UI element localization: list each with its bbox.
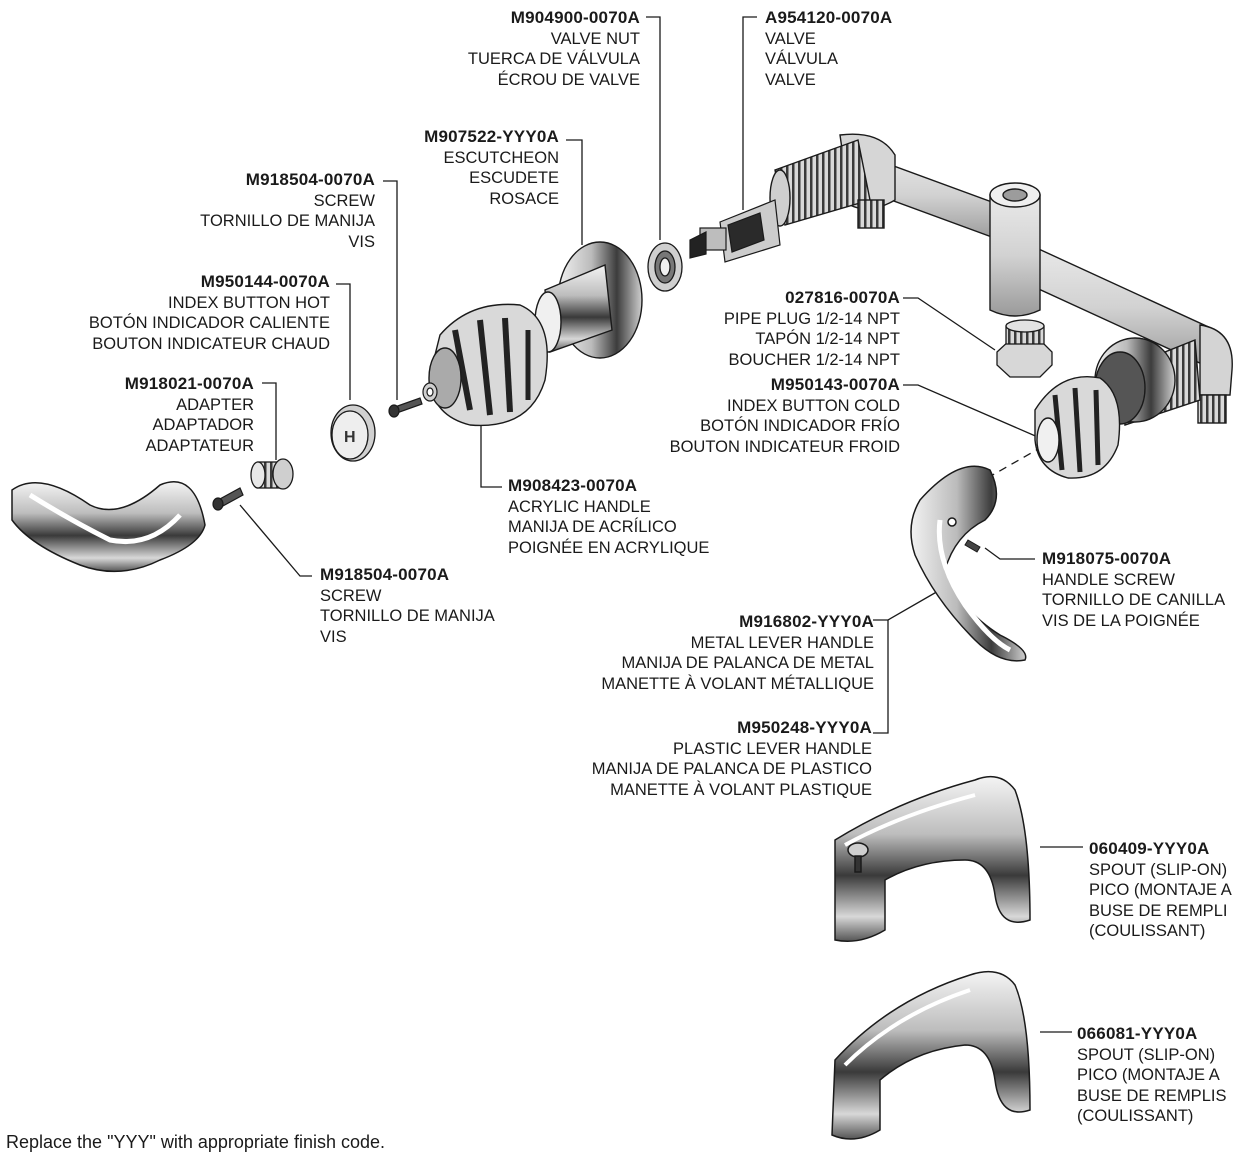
part-number: M904900-0070A	[510, 8, 640, 27]
part-number: M918021-0070A	[124, 374, 254, 393]
part-number: M918504-0070A	[320, 565, 450, 584]
desc-es: VÁLVULA	[765, 50, 839, 68]
desc-en: METAL LEVER HANDLE	[690, 633, 874, 652]
part-number: M950144-0070A	[200, 272, 330, 291]
valve-cartridge	[689, 199, 781, 263]
escutcheon-hot	[534, 241, 643, 359]
label-index-button-hot: M950144-0070A INDEX BUTTON HOT BOTÓN IND…	[89, 272, 330, 354]
pipe-plug	[996, 319, 1053, 378]
part-number: M908423-0070A	[508, 476, 638, 495]
desc-es: BOTÓN INDICADOR CALIENTE	[88, 314, 330, 332]
desc-es: TORNILLO DE MANIJA	[320, 607, 495, 625]
leader-lines	[239, 16, 1083, 1033]
part-number: A954120-0070A	[765, 8, 893, 27]
part-number: M950143-0070A	[770, 375, 900, 394]
adapter	[250, 458, 294, 490]
desc-es: MANIJA DE PALANCA DE METAL	[621, 654, 874, 672]
part-number: M950248-YYY0A	[737, 718, 872, 737]
desc-en: VALVE NUT	[550, 29, 640, 48]
desc-fr: POIGNÉE EN ACRYLIQUE	[508, 538, 710, 557]
handle-screw	[964, 539, 981, 553]
desc-es: ADAPTADOR	[152, 416, 254, 434]
desc-es: TAPÓN 1/2-14 NPT	[755, 330, 900, 348]
desc-en: SCREW	[313, 191, 375, 210]
finish-code-footnote: Replace the "YYY" with appropriate finis…	[6, 1132, 385, 1152]
desc-fr-2: (COULISSANT)	[1089, 922, 1206, 940]
valve-nut	[647, 242, 683, 292]
spout-slip-on-1	[834, 775, 1031, 942]
desc-es: TORNILLO DE CANILLA	[1042, 591, 1226, 609]
desc-fr: MANETTE À VOLANT PLASTIQUE	[610, 780, 872, 799]
desc-es: TORNILLO DE MANIJA	[200, 212, 375, 230]
desc-fr: ÉCROU DE VALVE	[497, 70, 640, 89]
desc-fr: BOUCHER 1/2-14 NPT	[728, 350, 900, 369]
lever-handle-right	[910, 465, 1027, 662]
desc-fr: VIS	[320, 627, 347, 646]
label-acrylic-handle: M908423-0070A ACRYLIC HANDLE MANIJA DE A…	[508, 476, 709, 558]
desc-es: MANIJA DE ACRÍLICO	[508, 518, 677, 536]
spout-slip-on-2	[831, 970, 1031, 1140]
label-valve-nut: M904900-0070A VALVE NUT TUERCA DE VÁLVUL…	[468, 8, 640, 90]
label-spout-1: 060409-YYY0A SPOUT (SLIP-ON) PICO (MONTA…	[1089, 839, 1237, 942]
screw-top	[388, 382, 438, 418]
index-button-hot-mark: H	[344, 429, 356, 446]
label-plastic-lever-handle: M950248-YYY0A PLASTIC LEVER HANDLE MANIJ…	[592, 718, 872, 800]
acrylic-handle-hot	[428, 303, 548, 427]
desc-en: HANDLE SCREW	[1042, 570, 1175, 589]
screw-bottom	[212, 487, 244, 511]
desc-es: MANIJA DE PALANCA DE PLASTICO	[591, 760, 872, 778]
label-index-button-cold: M950143-0070A INDEX BUTTON COLD BOTÓN IN…	[670, 375, 900, 457]
label-screw-top: M918504-0070A SCREW TORNILLO DE MANIJA V…	[200, 170, 375, 252]
desc-fr: BOUTON INDICATEUR CHAUD	[92, 334, 330, 353]
desc-en: SCREW	[320, 586, 382, 605]
desc-en: VALVE	[765, 29, 816, 48]
part-number: M907522-YYY0A	[424, 127, 559, 146]
desc-es: ESCUDETE	[469, 169, 559, 187]
part-number: 060409-YYY0A	[1089, 839, 1210, 858]
desc-fr: ADAPTATEUR	[145, 436, 254, 455]
desc-es: PICO (MONTAJE A	[1089, 881, 1232, 899]
part-number: M918075-0070A	[1042, 549, 1172, 568]
desc-en: ADAPTER	[176, 395, 254, 414]
lever-handle-left	[11, 481, 206, 573]
label-escutcheon: M907522-YYY0A ESCUTCHEON ESCUDETE ROSACE	[424, 127, 559, 209]
desc-es: PICO (MONTAJE A	[1077, 1066, 1220, 1084]
valve-body	[769, 133, 1233, 426]
desc-en: INDEX BUTTON COLD	[727, 396, 900, 415]
desc-en: INDEX BUTTON HOT	[168, 293, 330, 312]
desc-fr-2: (COULISSANT)	[1077, 1107, 1194, 1125]
desc-fr: VIS DE LA POIGNÉE	[1042, 611, 1200, 630]
desc-en: PIPE PLUG 1/2-14 NPT	[723, 309, 900, 328]
label-spout-2: 066081-YYY0A SPOUT (SLIP-ON) PICO (MONTA…	[1077, 1024, 1237, 1127]
desc-fr: BUSE DE REMPLI	[1089, 901, 1228, 920]
desc-en: PLASTIC LEVER HANDLE	[673, 739, 872, 758]
desc-fr: BOUTON INDICATEUR FROID	[669, 437, 900, 456]
part-number: M918504-0070A	[245, 170, 375, 189]
label-pipe-plug: 027816-0070A PIPE PLUG 1/2-14 NPT TAPÓN …	[724, 288, 900, 370]
desc-fr: BUSE DE REMPLIS	[1077, 1086, 1227, 1105]
desc-en: ESCUTCHEON	[443, 148, 559, 167]
desc-es: BOTÓN INDICADOR FRÍO	[700, 417, 900, 435]
desc-en: ACRYLIC HANDLE	[508, 497, 651, 516]
desc-fr: VALVE	[765, 70, 816, 89]
label-handle-screw: M918075-0070A HANDLE SCREW TORNILLO DE C…	[1042, 549, 1237, 631]
acrylic-handle-cold	[1034, 376, 1121, 479]
desc-es: TUERCA DE VÁLVULA	[467, 50, 640, 68]
label-adapter: M918021-0070A ADAPTER ADAPTADOR ADAPTATE…	[125, 374, 254, 456]
index-button-hot	[330, 404, 376, 462]
part-number: 066081-YYY0A	[1077, 1024, 1198, 1043]
desc-en: SPOUT (SLIP-ON)	[1077, 1045, 1216, 1064]
desc-fr: VIS	[348, 232, 375, 251]
desc-fr: ROSACE	[489, 189, 559, 208]
part-number: M916802-YYY0A	[739, 612, 874, 631]
desc-fr: MANETTE À VOLANT MÉTALLIQUE	[601, 674, 874, 693]
label-metal-lever-handle: M916802-YYY0A METAL LEVER HANDLE MANIJA …	[601, 612, 874, 694]
label-valve: A954120-0070A VALVE VÁLVULA VALVE	[765, 8, 892, 90]
label-screw-bottom: M918504-0070A SCREW TORNILLO DE MANIJA V…	[320, 565, 495, 647]
part-number: 027816-0070A	[785, 288, 900, 307]
desc-en: SPOUT (SLIP-ON)	[1089, 860, 1228, 879]
